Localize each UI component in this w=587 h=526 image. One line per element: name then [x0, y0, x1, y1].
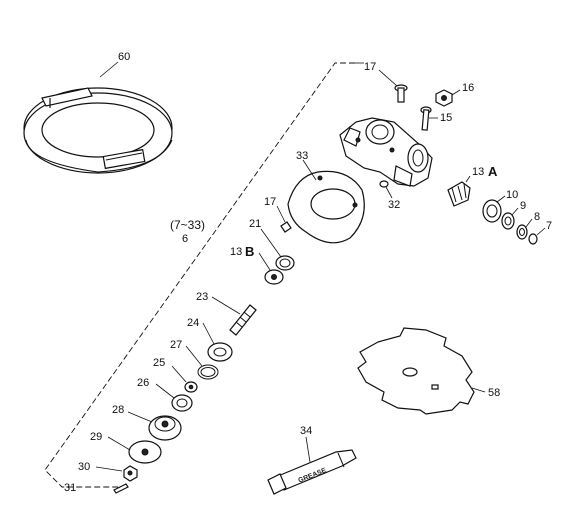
label-58: 58 [488, 387, 500, 399]
part-27-snap-ring [185, 345, 219, 380]
gear-case [339, 117, 433, 187]
part-13b-gear [258, 252, 284, 285]
label-28: 28 [112, 404, 124, 416]
label-13b-letter: B [245, 244, 254, 259]
label-31: 31 [64, 482, 76, 494]
label-17-top: 17 [364, 61, 376, 73]
part-60-harness [23, 61, 173, 174]
label-range: (7~33) [170, 218, 205, 232]
label-26: 26 [137, 377, 149, 389]
label-13a-number: 13 [472, 166, 484, 178]
label-8: 8 [534, 211, 540, 223]
label-23: 23 [196, 291, 208, 303]
part-30-nut [95, 465, 138, 482]
part-33-guard [287, 159, 365, 244]
label-33: 33 [296, 150, 308, 162]
label-13b-number: 13 [230, 246, 242, 258]
part-24-bearing [202, 322, 233, 362]
part-28-holder [127, 411, 182, 441]
part-32-washer [379, 180, 393, 199]
part-58-blade [357, 327, 486, 415]
part-17-top-screw [378, 69, 408, 103]
label-27: 27 [170, 339, 182, 351]
part-21-bearing [260, 228, 295, 271]
part-23-shaft [211, 296, 257, 336]
part-8-washer [516, 218, 533, 240]
part-15-bolt [420, 106, 438, 131]
part-13a-pinion [447, 175, 471, 207]
part-34-grease-tube: GREASE [267, 436, 357, 495]
part-9-washer [501, 207, 519, 230]
label-6: 6 [182, 233, 188, 245]
part-17-lower-screw [276, 205, 292, 233]
part-29-cover [107, 436, 162, 464]
part-31-pin [113, 483, 129, 494]
part-25-collar [171, 365, 198, 393]
label-30: 30 [78, 461, 90, 473]
label-21: 21 [249, 218, 261, 230]
label-24: 24 [187, 317, 199, 329]
part-26-bearing [155, 383, 193, 412]
assembly-bracket [44, 62, 364, 488]
label-15: 15 [440, 112, 452, 124]
label-16: 16 [462, 82, 474, 94]
label-34: 34 [300, 425, 312, 437]
label-13a-letter: A [488, 164, 498, 179]
label-9: 9 [520, 200, 526, 212]
label-25: 25 [153, 357, 165, 369]
label-32: 32 [388, 199, 400, 211]
label-7: 7 [546, 220, 552, 232]
label-29: 29 [90, 431, 102, 443]
part-10-bearing [482, 195, 506, 223]
part-7-ring [528, 227, 546, 245]
label-17-lower: 17 [264, 196, 276, 208]
part-16-nut [435, 89, 461, 107]
label-10: 10 [506, 189, 518, 201]
label-60: 60 [118, 51, 130, 63]
